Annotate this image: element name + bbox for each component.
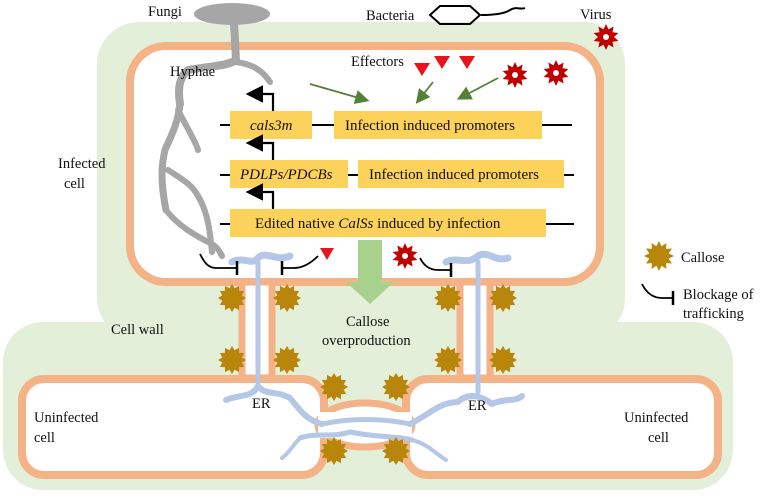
promoter-label-1: Infection induced promoters — [345, 118, 515, 134]
plasmodesma-right — [456, 278, 494, 382]
bacteria-icon — [428, 5, 526, 25]
blockage-symbols — [199, 253, 675, 305]
virus-label: Virus — [580, 7, 612, 23]
callose-icon — [489, 284, 517, 312]
legend-callose-icon — [644, 241, 674, 271]
promoter-box-2 — [358, 160, 564, 188]
er-label-left: ER — [252, 396, 271, 412]
uninfected-cell-right — [402, 375, 722, 479]
virus-core — [512, 72, 518, 78]
induction-arrows — [309, 77, 499, 104]
effector-icon — [414, 63, 430, 76]
pdlps-label: PDLPs/PDCBs — [239, 167, 333, 183]
callose-icon — [320, 437, 348, 465]
callose-icon — [218, 346, 246, 374]
blockage-icon-2 — [282, 255, 319, 269]
virus-particles — [392, 24, 619, 269]
callose-icon — [434, 346, 462, 374]
callose-icon — [273, 346, 301, 374]
virus-core — [553, 70, 559, 76]
effector-icon — [459, 56, 475, 69]
tss-arrow-3 — [245, 183, 275, 209]
effectors — [320, 56, 475, 260]
legend-callose-label: Callose — [681, 250, 725, 266]
hyphae-label: Hyphae — [170, 64, 215, 80]
promoter-label-2: Infection induced promoters — [369, 167, 539, 183]
blockage-icon-3 — [419, 257, 450, 271]
callose-icon — [218, 284, 246, 312]
fungi-label: Fungi — [148, 4, 182, 20]
promoter-box-1 — [334, 111, 542, 139]
callose-overproduction-arrow — [346, 240, 394, 304]
callose-icon — [320, 373, 348, 401]
gene-box-cals3m — [230, 111, 312, 139]
effector-icon — [434, 56, 450, 69]
gene-constructs: cals3m Infection induced promoters PDLPs… — [220, 85, 574, 237]
er-label-right: ER — [468, 398, 487, 414]
callose-icon — [382, 437, 410, 465]
blockage-icon-1 — [199, 253, 236, 269]
legend-blockage-icon — [641, 283, 672, 299]
edited-cals-label: Edited native CalSs induced by infection — [255, 216, 501, 232]
effectors-label: Effectors — [351, 54, 404, 70]
callose-icon — [273, 284, 301, 312]
virus-core — [603, 34, 609, 40]
callose-icon — [434, 284, 462, 312]
callose-icon — [489, 346, 517, 374]
callose-icon — [382, 373, 410, 401]
tss-arrow-1 — [245, 85, 275, 111]
cals3m-label: cals3m — [250, 118, 293, 134]
fungi-icon — [194, 3, 270, 25]
virus-core — [402, 253, 408, 259]
gene-box-edited-cals — [230, 209, 546, 237]
fungal-hyphae — [158, 3, 273, 259]
bacteria-label: Bacteria — [366, 8, 415, 24]
er-network — [223, 250, 525, 462]
callose-deposits — [218, 284, 517, 465]
effector-icon — [320, 248, 334, 260]
tss-arrow-2 — [245, 134, 275, 160]
callose-icon — [644, 241, 674, 271]
cell-wall-label: Cell wall — [111, 322, 164, 338]
